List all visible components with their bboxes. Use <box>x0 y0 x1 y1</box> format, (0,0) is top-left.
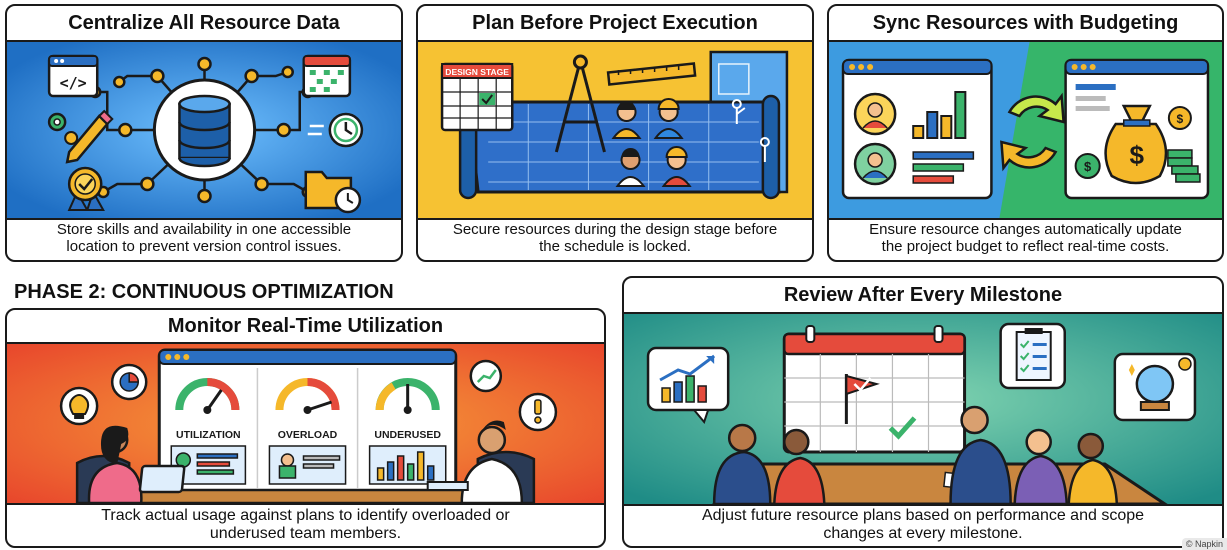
panel-title: Sync Resources with Budgeting <box>872 12 1179 34</box>
monitor-illustration: UTILIZATION OVERLOAD UNDERUSED <box>7 344 604 503</box>
budget-window: $ $ $ <box>1064 58 1210 200</box>
panel-caption: Secure resources during the design stage… <box>424 218 806 260</box>
gauge-label-overload: OVERLOAD <box>278 429 338 441</box>
code-window-icon: </> <box>47 54 99 98</box>
exclamation-icon <box>518 392 558 432</box>
compass-icon <box>554 54 606 153</box>
calendar-icon <box>440 62 514 132</box>
svg-text:</>: </> <box>60 74 87 92</box>
flag-icon <box>844 374 917 440</box>
caption-line: Adjust future resource plans based on pe… <box>701 507 1145 525</box>
pencil-icon <box>65 109 114 164</box>
phase-2-heading: PHASE 2: CONTINUOUS OPTIMIZATION <box>14 281 394 303</box>
caption-line: Secure resources during the design stage… <box>452 221 778 239</box>
panel-caption: Store skills and availability in one acc… <box>13 218 395 260</box>
caption-line: the schedule is locked. <box>539 238 691 255</box>
panel-caption: Track actual usage against plans to iden… <box>13 503 598 546</box>
lightbulb-icon <box>59 386 99 426</box>
svg-text:$: $ <box>1130 140 1145 170</box>
trend-chart-icon <box>469 359 503 393</box>
centralize-illustration: </> <box>7 42 401 218</box>
illustration-review <box>624 312 1222 506</box>
plan-illustration: DESIGN STAGE <box>418 42 812 218</box>
caption-line: the project budget to reflect real-time … <box>881 238 1170 255</box>
panel-caption: Adjust future resource plans based on pe… <box>630 504 1216 546</box>
crystal-ball-icon <box>1113 352 1197 422</box>
folder-icon <box>304 170 362 214</box>
panel-title: Centralize All Resource Data <box>68 12 340 34</box>
panel-review-milestone: Review After Every Milestone <box>622 276 1224 548</box>
worker-left <box>75 425 186 503</box>
database-icon <box>178 94 231 168</box>
svg-text:$: $ <box>1084 159 1092 174</box>
caption-line: location to prevent version control issu… <box>66 238 342 255</box>
dollar-coin-icon: $ $ <box>1074 106 1192 179</box>
illustration-plan: DESIGN STAGE <box>418 40 812 220</box>
illustration-sync: $ $ $ <box>829 40 1222 220</box>
panel-caption: Ensure resource changes automatically up… <box>835 218 1216 260</box>
caption-line: Ensure resource changes automatically up… <box>869 221 1182 239</box>
illustration-monitor: UTILIZATION OVERLOAD UNDERUSED <box>7 342 604 505</box>
caption-line: Track actual usage against plans to iden… <box>101 506 510 524</box>
gauge-label-utilization: UTILIZATION <box>176 429 241 441</box>
panel-sync-budgeting: Sync Resources with Budgeting <box>827 4 1224 262</box>
resource-window <box>841 58 993 200</box>
panel-title: Monitor Real-Time Utilization <box>167 315 444 337</box>
sync-arrows-icon <box>1000 92 1065 172</box>
clock-icon <box>307 112 364 148</box>
review-illustration <box>624 314 1222 504</box>
design-stage-badge: DESIGN STAGE <box>445 67 509 77</box>
worker-right <box>426 420 536 503</box>
caption-line: underused team members. <box>209 524 402 542</box>
panel-title: Review After Every Milestone <box>783 284 1063 306</box>
watermark: © Napkin <box>1181 538 1227 550</box>
team-avatars <box>611 98 692 187</box>
svg-text:$: $ <box>1177 112 1184 126</box>
pie-chart-icon <box>110 363 148 401</box>
sync-illustration: $ $ $ <box>829 42 1222 218</box>
gear-icon <box>47 112 79 145</box>
gauge-icon <box>175 378 440 414</box>
panel-monitor-utilization: Monitor Real-Time Utilization <box>5 308 606 548</box>
money-bag-icon: $ <box>1104 104 1168 185</box>
trend-chart-icon <box>646 346 730 425</box>
caption-line: changes at every milestone. <box>823 525 1023 542</box>
panel-plan-before-execution: Plan Before Project Execution <box>416 4 814 262</box>
award-badge-icon <box>67 166 105 211</box>
caption-line: Store skills and availability in one acc… <box>56 221 352 239</box>
panel-title: Plan Before Project Execution <box>472 12 758 34</box>
calendar-icon <box>782 325 967 454</box>
ruler-icon <box>606 62 697 86</box>
calendar-icon <box>302 54 352 98</box>
meeting-people <box>712 405 1119 504</box>
panel-centralize-data: Centralize All Resource Data <box>5 4 403 262</box>
checklist-icon <box>999 322 1066 390</box>
gauge-label-underused: UNDERUSED <box>374 429 441 441</box>
illustration-centralize: </> <box>7 40 401 220</box>
